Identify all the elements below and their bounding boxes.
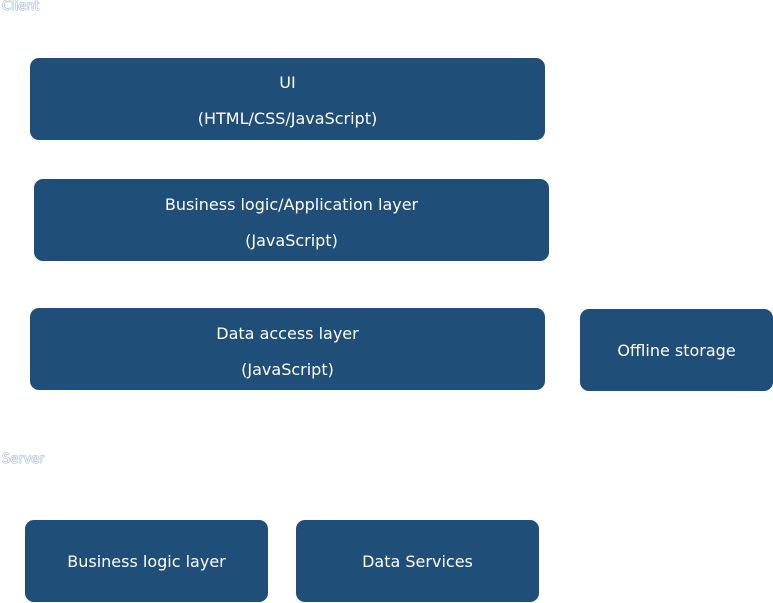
data-access-layer-tech: (JavaScript) (241, 360, 334, 379)
business-logic-layer-box: Business logic layer (25, 520, 268, 602)
ui-layer-tech: (HTML/CSS/JavaScript) (197, 109, 378, 128)
business-logic-layer-label: Business logic layer (67, 551, 226, 571)
business-application-layer-tech: (JavaScript) (245, 231, 338, 250)
ui-layer-title: UI (279, 73, 296, 92)
business-application-layer-title: Business logic/Application layer (164, 195, 419, 214)
data-services-label: Data Services (362, 551, 473, 571)
data-access-layer-box: Data access layer (JavaScript) (30, 308, 545, 390)
client-section-label: Client (2, 0, 40, 14)
data-access-layer-title: Data access layer (216, 324, 359, 343)
offline-storage-label: Offline storage (617, 340, 736, 360)
business-application-layer-box: Business logic/Application layer (JavaSc… (34, 179, 549, 261)
server-section-label: Server (2, 452, 45, 467)
ui-layer-box: UI (HTML/CSS/JavaScript) (30, 58, 545, 140)
offline-storage-box: Offline storage (580, 309, 773, 391)
data-services-box: Data Services (296, 520, 539, 602)
